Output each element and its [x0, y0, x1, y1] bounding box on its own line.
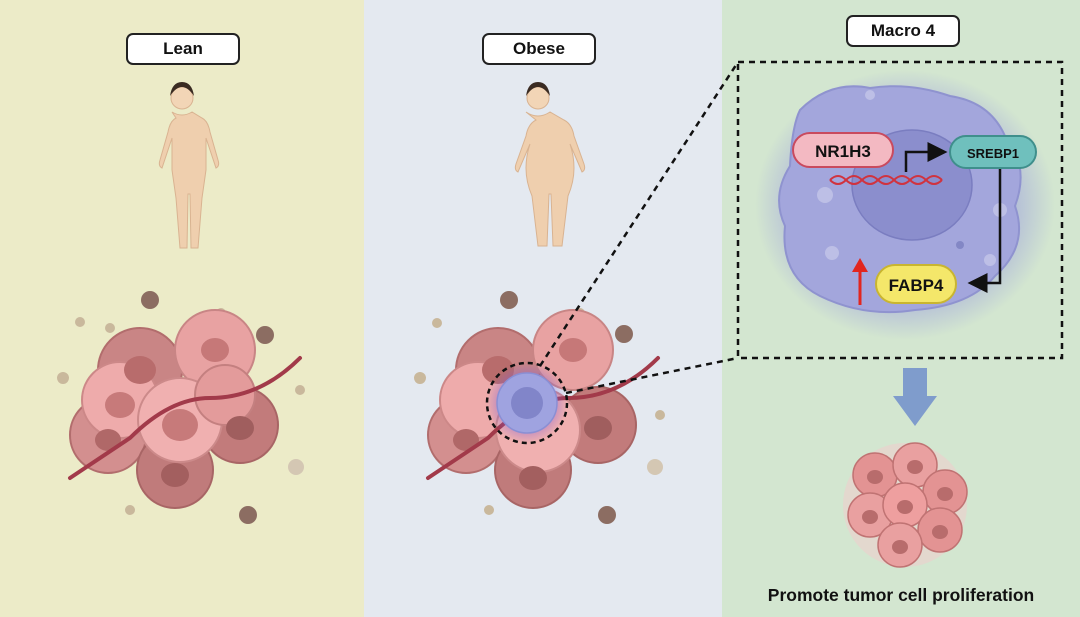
- lean-title: Lean: [126, 33, 240, 65]
- srebp1-pill: [949, 135, 1037, 169]
- upregulation-arrow-icon: [852, 258, 868, 305]
- zoom-lines: [538, 61, 740, 395]
- fabp4-label: FABP4: [889, 276, 944, 295]
- nr1h3-label: NR1H3: [815, 142, 871, 161]
- fabp4-pill: [875, 264, 957, 304]
- obese-tumor-cluster: [414, 291, 665, 524]
- transcription-arrow: [904, 142, 948, 172]
- proliferating-tumor-cluster: [843, 442, 968, 568]
- lean-human-figure: [158, 82, 220, 249]
- zoom-circle: [485, 361, 569, 445]
- zoom-box: [736, 60, 1064, 360]
- obese-title: Obese: [482, 33, 596, 65]
- nr1h3-pill: [792, 132, 894, 168]
- dna-helix: [829, 175, 943, 185]
- srebp1-label: SREBP1: [967, 146, 1019, 161]
- result-arrow-icon: [893, 368, 937, 426]
- srebp1-to-fabp4-arrow: [967, 168, 1002, 293]
- macro-title: Macro 4: [846, 15, 960, 47]
- obese-human-figure: [514, 82, 586, 247]
- outcome-caption: Promote tumor cell proliferation: [767, 585, 1035, 605]
- lean-tumor-cluster: [57, 291, 305, 524]
